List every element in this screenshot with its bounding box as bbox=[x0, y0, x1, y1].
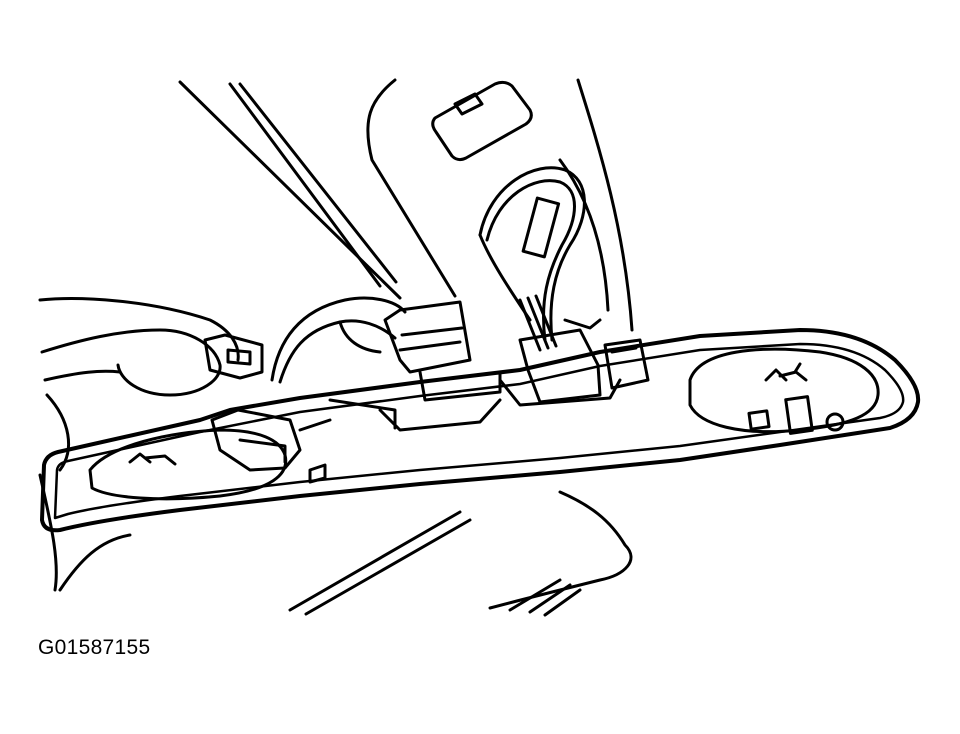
finger-outline bbox=[270, 296, 407, 384]
lower-trim-lines bbox=[288, 490, 633, 617]
center-bracket-assembly bbox=[328, 300, 650, 432]
figure-id-label: G01587155 bbox=[38, 636, 151, 659]
dome-lamp-housing bbox=[431, 80, 533, 162]
right-lamp-lens bbox=[688, 347, 880, 435]
left-clip-connector bbox=[203, 333, 332, 484]
wiring-harness bbox=[478, 166, 602, 352]
left-lamp-lens bbox=[88, 428, 288, 501]
console-panel bbox=[40, 328, 921, 533]
background-structure bbox=[178, 78, 634, 332]
